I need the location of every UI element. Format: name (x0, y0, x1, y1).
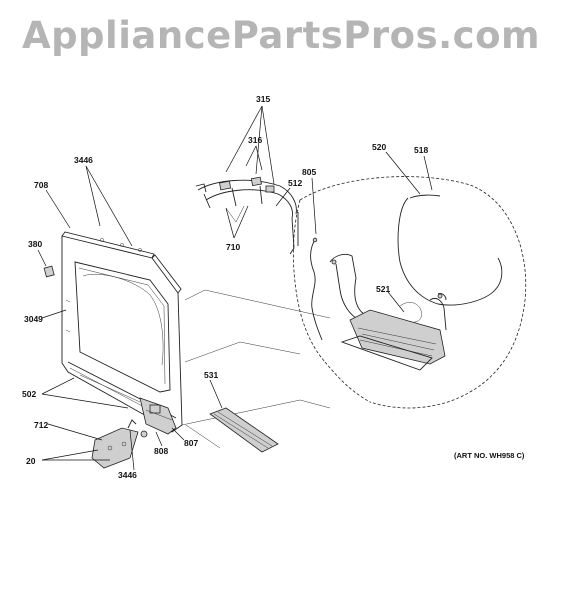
callout-20: 20 (26, 456, 36, 466)
front-panel-assembly (61, 231, 183, 433)
callout-3446-bottom: 3446 (118, 470, 137, 480)
lint-filter-housing-531 (209, 407, 279, 453)
callout-3446-top: 3446 (74, 155, 93, 165)
callout-3049: 3049 (24, 314, 43, 324)
callout-316: 316 (248, 135, 262, 145)
callout-708: 708 (34, 180, 48, 190)
upper-bearing-assembly (195, 176, 299, 255)
door-switch-bracket (139, 397, 177, 435)
perspective-guide-lines (181, 289, 331, 449)
callout-512: 512 (288, 178, 302, 188)
callout-518: 518 (414, 145, 428, 155)
callout-315: 315 (256, 94, 270, 104)
felt-seal-520-518 (397, 194, 503, 306)
watermark-logo: AppliancePartsPros.com (21, 14, 541, 57)
lower-duct-521 (329, 253, 447, 371)
callout-805: 805 (302, 167, 316, 177)
callout-labels: 315 316 3446 708 512 805 520 518 380 710… (22, 94, 525, 480)
lamp-bracket-712 (91, 419, 148, 469)
clip-380 (43, 265, 55, 278)
callout-380: 380 (28, 239, 42, 249)
art-number: (ART NO. WH958 C) (454, 451, 525, 460)
callout-712: 712 (34, 420, 48, 430)
callout-807: 807 (184, 438, 198, 448)
wire-harness-805 (310, 237, 323, 341)
callout-leader-lines (37, 105, 433, 471)
callout-710: 710 (226, 242, 240, 252)
drum-seal-dashed-outline (292, 176, 527, 409)
callout-521: 521 (376, 284, 390, 294)
callout-502: 502 (22, 389, 36, 399)
callout-808: 808 (154, 446, 168, 456)
callout-531: 531 (204, 370, 218, 380)
callout-520: 520 (372, 142, 386, 152)
